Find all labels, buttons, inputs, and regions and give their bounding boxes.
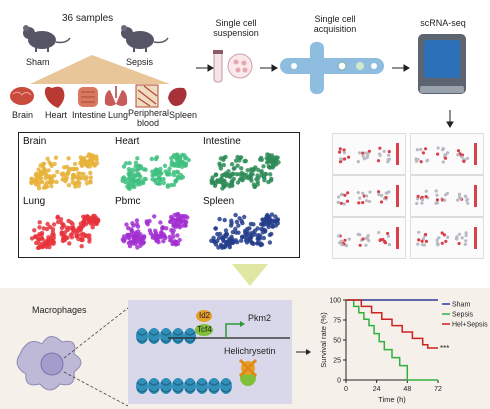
organ-label-intestine: Intestine: [72, 110, 107, 120]
umap-title-brain: Brain: [23, 136, 47, 147]
brain-icon: [10, 87, 34, 105]
x-axis-label: Time (h): [378, 395, 406, 404]
id2-protein-icon: [196, 310, 212, 322]
tf-label-id2: Id2: [199, 311, 211, 320]
umap-cluster-spleen: [209, 212, 281, 250]
step-label-scrnaseq: scRNA-seq: [420, 18, 466, 28]
organ-label-spleen: Spleen: [169, 110, 198, 120]
peripheral-blood-icon: [135, 84, 159, 108]
umap-title-pbmc: Pbmc: [115, 196, 141, 207]
umap-title-intestine: Intestine: [203, 136, 241, 147]
step-label-acquisition: Single cell acquisition: [313, 14, 357, 34]
umap-cluster-brain: [29, 152, 100, 191]
umap-clusters-graphic: [29, 152, 281, 251]
umap-panel-box: Brain Heart Intestine Lung Pbmc Spleen: [18, 132, 300, 258]
organ-label-heart: Heart: [45, 110, 68, 120]
transcription-arrow: [225, 323, 240, 338]
lung-icon: [104, 86, 128, 106]
umap-cluster-intestine: [209, 152, 281, 191]
target-gene-label: Pkm2: [248, 313, 272, 323]
x-tick-label: 48: [403, 386, 411, 393]
sepsis-label: Sepsis: [126, 57, 154, 67]
macrophages-label: Macrophages: [32, 305, 87, 315]
y-tick-label: 75: [333, 318, 341, 325]
legend-label: Sham: [452, 302, 470, 309]
intestine-icon: [78, 87, 98, 107]
x-tick-label: 72: [434, 386, 442, 393]
result-thumbnail: [332, 175, 406, 217]
macrophage-icon: [16, 336, 82, 391]
tf-label-tcf4: Tcf4: [197, 325, 212, 334]
cell-suspension-tube-icon: [213, 50, 253, 83]
legend-label: Sepsis: [452, 312, 474, 319]
organ-label-brain: Brain: [12, 110, 34, 120]
heart-icon: [44, 86, 65, 108]
y-tick-label: 0: [337, 378, 341, 385]
significance-annotation: ***: [440, 344, 449, 353]
umap-cluster-heart: [120, 152, 191, 191]
samples-label: 36 samples: [62, 13, 114, 24]
umap-title-heart: Heart: [115, 136, 140, 147]
sepsis-mouse-icon: [121, 25, 169, 52]
helichrysetin-inhibitor-icon: [238, 358, 258, 386]
umap-cluster-lung: [29, 213, 101, 251]
step-label-suspension: Single cell suspension: [213, 18, 259, 38]
y-axis-label: Survival rate (%): [319, 312, 328, 368]
funnel-arrow-icon: [232, 264, 268, 286]
sham-mouse-icon: [23, 25, 71, 52]
umap-cluster-pbmc: [120, 211, 190, 250]
drug-label: Helichrysetin: [224, 346, 276, 356]
series-line-hel-sepsis: [346, 299, 438, 349]
top-pipeline-graphic: [10, 25, 466, 128]
legend-label: Hel+Sepsis: [452, 322, 488, 329]
result-thumbnails-graphic: [336, 143, 477, 249]
spleen-icon: [168, 87, 187, 106]
tcf4-protein-icon: [195, 324, 213, 336]
grouping-triangle: [30, 55, 170, 84]
organ-label-peripheral-blood: Peripheral blood: [128, 108, 170, 128]
mechanism-graphic: [16, 300, 311, 407]
umap-title-lung: Lung: [23, 196, 46, 207]
y-tick-label: 100: [329, 298, 341, 305]
sham-label: Sham: [26, 57, 50, 67]
microfluidic-chip-icon: [280, 42, 384, 94]
x-tick-label: 24: [373, 386, 381, 393]
y-tick-label: 25: [333, 358, 341, 365]
y-tick-label: 50: [333, 338, 341, 345]
series-line-sepsis: [346, 299, 438, 381]
chromatin-bottom-icon: [136, 378, 232, 394]
sequencer-icon: [418, 34, 466, 94]
mechanism-panel: Macrophages Id2 Tcf4 Pkm2 Helichrysetin …: [0, 288, 490, 409]
umap-title-spleen: Spleen: [203, 196, 235, 207]
x-tick-label: 0: [344, 386, 348, 393]
chromatin-top-icon: [136, 328, 196, 344]
organ-label-lung: Lung: [108, 110, 129, 120]
